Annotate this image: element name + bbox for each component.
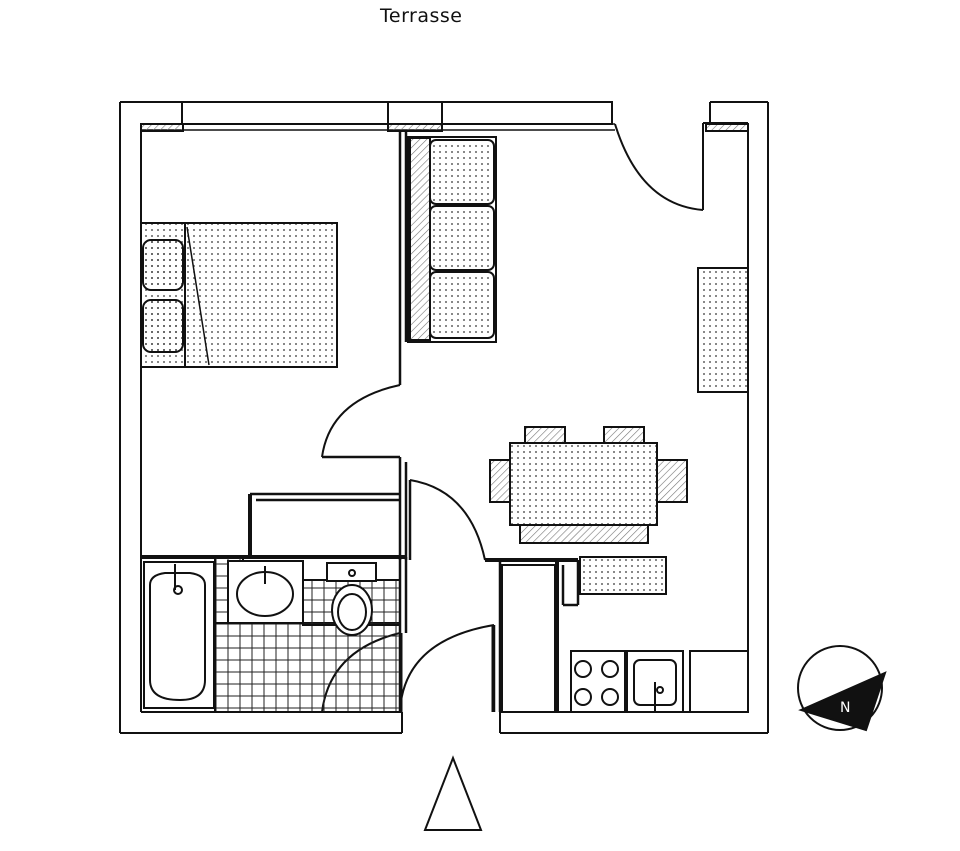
dining-set: [489, 426, 688, 544]
sideboard: [697, 267, 749, 393]
sofa: [407, 136, 497, 343]
interior-walls: [141, 131, 580, 712]
kitchen: [501, 556, 749, 713]
bedroom-door-swing: [321, 384, 401, 458]
kitchen-shelf: [579, 556, 667, 595]
fridge: [501, 564, 556, 713]
chair: [519, 524, 649, 544]
chair: [603, 426, 645, 444]
pillow: [142, 299, 184, 353]
bathroom: [143, 556, 401, 713]
north-compass-icon: [797, 645, 887, 732]
chair: [489, 459, 511, 503]
corridor-door-swing: [409, 479, 486, 561]
toilet-bowl: [331, 584, 373, 636]
chair: [656, 459, 688, 503]
terrace-windows: [140, 101, 749, 132]
pillow: [142, 239, 184, 291]
toilet-tank: [326, 562, 377, 582]
terrace-door-swing: [614, 123, 704, 211]
chair: [524, 426, 566, 444]
bed: [140, 222, 338, 368]
entrance-arrow-icon: [423, 755, 483, 831]
entrance-door-swing: [399, 624, 495, 711]
north-letter: N: [840, 700, 850, 716]
terrace-label: Terrasse: [380, 5, 463, 27]
counter: [689, 650, 749, 713]
stove: [570, 650, 626, 713]
